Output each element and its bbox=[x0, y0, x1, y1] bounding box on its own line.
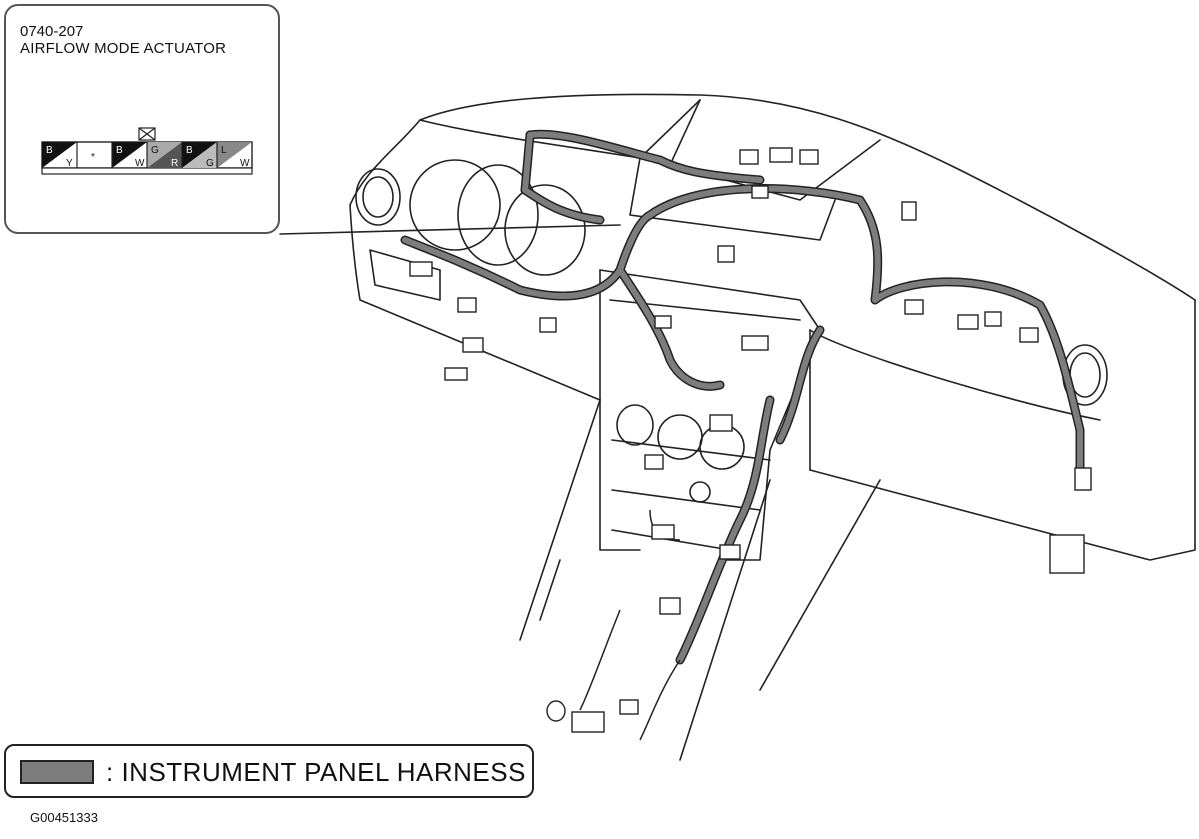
connector-block bbox=[717, 245, 735, 263]
lock-icon bbox=[138, 127, 156, 141]
dashboard-outline bbox=[349, 93, 1196, 301]
connector-block bbox=[751, 185, 769, 199]
connector-block bbox=[984, 311, 1002, 327]
connector-block bbox=[659, 597, 681, 615]
connector-face: B Y * B W G R B G L W bbox=[41, 127, 253, 175]
connector-block bbox=[651, 524, 675, 540]
connector-name: AIRFLOW MODE ACTUATOR bbox=[20, 40, 227, 57]
connector-block bbox=[571, 711, 605, 733]
legend-label: : INSTRUMENT PANEL HARNESS bbox=[106, 757, 526, 787]
connector-block bbox=[709, 414, 733, 432]
pin-3-bottom: W bbox=[135, 158, 145, 169]
connector-block bbox=[719, 544, 741, 560]
connector-block bbox=[644, 454, 664, 470]
figure-id: G00451333 bbox=[30, 810, 98, 825]
connector-block bbox=[769, 147, 793, 163]
connector-block bbox=[1074, 467, 1092, 491]
connector-callout: 0740-207 AIRFLOW MODE ACTUATOR bbox=[4, 4, 280, 234]
bulb-socket bbox=[546, 700, 566, 722]
pin-1-bottom: Y bbox=[66, 158, 73, 169]
connector-block bbox=[1049, 534, 1085, 574]
connector-block bbox=[904, 299, 924, 315]
connector-block bbox=[539, 317, 557, 333]
pin-4-bottom: R bbox=[171, 158, 178, 169]
connector-block bbox=[457, 297, 477, 313]
connector-block bbox=[1019, 327, 1039, 343]
connector-block bbox=[739, 149, 759, 165]
connector-block bbox=[901, 201, 917, 221]
connector-block bbox=[654, 315, 672, 329]
pin-5-bottom: G bbox=[206, 158, 214, 169]
connector-block bbox=[462, 337, 484, 353]
pin-1-top: B bbox=[46, 145, 53, 156]
harness-swatch bbox=[20, 760, 94, 784]
connector-code: 0740-207 bbox=[20, 23, 84, 40]
pin-3-top: B bbox=[116, 145, 123, 156]
pin-6-bottom: W bbox=[240, 158, 250, 169]
left-vent bbox=[355, 168, 401, 226]
connector-block bbox=[741, 335, 769, 351]
pin-6-top: L bbox=[221, 145, 227, 156]
connector-block bbox=[409, 261, 433, 277]
pin-5-top: B bbox=[186, 145, 193, 156]
connector-block bbox=[799, 149, 819, 165]
legend: : INSTRUMENT PANEL HARNESS bbox=[4, 744, 534, 798]
pin-2-center: * bbox=[91, 152, 95, 163]
pin-4-top: G bbox=[151, 145, 159, 156]
gauge-cluster bbox=[409, 159, 501, 251]
connector-block bbox=[957, 314, 979, 330]
connector-block bbox=[619, 699, 639, 715]
connector-block bbox=[444, 367, 468, 381]
